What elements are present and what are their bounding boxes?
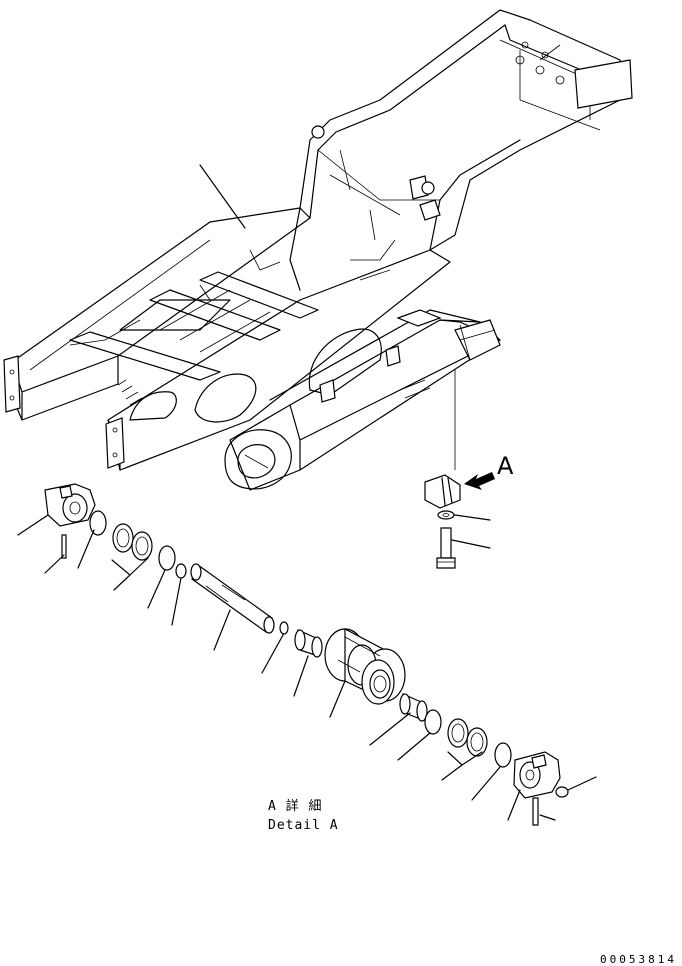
track-roller-exploded [17, 483, 597, 826]
document-id: 00053814 [600, 953, 677, 966]
detail-caption: A 詳 細 Detail A [268, 798, 339, 833]
detail-caption-english: Detail A [268, 818, 339, 833]
view-arrow-label: A [497, 452, 514, 480]
view-arrow-icon [464, 472, 495, 490]
track-frame-assembly [3, 9, 633, 491]
guard-bushing-group [424, 370, 491, 569]
detail-caption-japanese: A 詳 細 [268, 798, 322, 814]
view-arrow: A [464, 452, 514, 490]
